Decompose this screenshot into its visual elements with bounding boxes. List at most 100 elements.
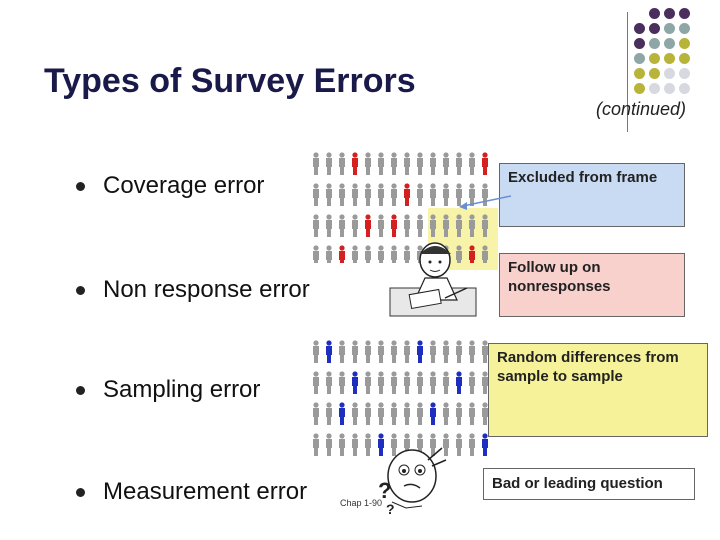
person-figure-icon (365, 245, 371, 263)
person-figure-icon (443, 340, 449, 363)
person-figure-icon (352, 214, 358, 237)
person-figure-icon (326, 152, 332, 175)
person-figure-icon (417, 340, 423, 363)
decorative-dot (664, 68, 675, 79)
person-figure-icon (417, 371, 423, 394)
person-figure-icon (430, 433, 436, 456)
person-figure-icon (313, 402, 319, 425)
person-figure-icon (326, 183, 332, 206)
bullet-dot (76, 385, 85, 395)
person-figure-icon (378, 402, 384, 425)
person-figure-icon (456, 371, 462, 394)
person-figure-icon (430, 371, 436, 394)
person-figure-icon (456, 340, 462, 363)
person-figure-icon (469, 183, 475, 206)
svg-text:?: ? (386, 501, 395, 517)
svg-text:?: ? (378, 478, 391, 503)
person-figure-icon (404, 371, 410, 394)
person-figure-icon (339, 245, 345, 263)
person-figure-icon (469, 402, 475, 425)
person-figure-icon (313, 433, 319, 456)
person-figure-icon (443, 183, 449, 206)
person-figure-icon (378, 183, 384, 206)
callout-nonresponse: Follow up on nonresponses (499, 253, 685, 317)
person-figure-icon (365, 340, 371, 363)
person-figure-icon (482, 371, 488, 394)
arrow-left-icon (459, 195, 512, 210)
person-figure-icon (417, 402, 423, 425)
person-figure-icon (417, 214, 423, 237)
person-figure-icon (352, 245, 358, 263)
person-figure-icon (365, 371, 371, 394)
person-figure-icon (352, 340, 358, 363)
person-figure-icon (352, 152, 358, 175)
person-figure-icon (365, 433, 371, 456)
person-figure-icon (430, 402, 436, 425)
person-figure-icon (391, 245, 397, 263)
decorative-dot (664, 38, 675, 49)
person-figure-icon (326, 371, 332, 394)
bullet-text-measurement: Measurement error (103, 478, 308, 505)
population-lower-figures (313, 340, 488, 456)
bullet-text-sampling: Sampling error (103, 376, 261, 403)
decorative-dot (664, 53, 675, 64)
person-figure-icon (482, 340, 488, 363)
bullet-dot (76, 181, 85, 191)
person-figure-icon (469, 433, 475, 456)
slide-title: Types of Survey Errors (44, 62, 416, 100)
divider-vertical (627, 12, 628, 132)
bullet-dot (76, 487, 85, 497)
person-figure-icon (482, 433, 488, 456)
decorative-dot (634, 23, 645, 34)
decorative-dot (649, 53, 660, 64)
person-figure-icon (313, 340, 319, 363)
person-figure-icon (378, 245, 384, 263)
person-figure-icon (469, 340, 475, 363)
bullet-dot (76, 285, 85, 295)
person-figure-icon (404, 214, 410, 237)
person-figure-icon (456, 214, 462, 237)
bullet-text-nonresponse: Non response error (103, 276, 310, 303)
decorative-dot (634, 83, 645, 94)
person-figure-icon (326, 340, 332, 363)
callout-coverage: Excluded from frame (499, 163, 685, 227)
bullet-coverage: Coverage error (76, 172, 264, 200)
person-figure-icon (482, 245, 488, 263)
person-figure-icon (469, 245, 475, 263)
person-figure-icon (378, 371, 384, 394)
person-figure-icon (430, 152, 436, 175)
person-figure-icon (482, 402, 488, 425)
decorative-dot (679, 68, 690, 79)
continued-label: (continued) (596, 99, 687, 119)
decorative-dot (664, 23, 675, 34)
person-figure-icon (391, 371, 397, 394)
decorative-dot (649, 83, 660, 94)
person-figure-icon (339, 183, 345, 206)
person-figure-icon (313, 245, 319, 263)
person-figure-icon (352, 433, 358, 456)
person-figure-icon (326, 402, 332, 425)
person-figure-icon (391, 402, 397, 425)
decorative-dot (679, 53, 690, 64)
bullet-nonresponse: Non response error (76, 276, 310, 304)
person-figure-icon (404, 340, 410, 363)
person-figure-icon (456, 245, 462, 263)
person-figure-icon (365, 402, 371, 425)
person-figure-icon (378, 214, 384, 237)
person-figure-icon (352, 183, 358, 206)
person-figure-icon (430, 214, 436, 237)
person-figure-icon (339, 340, 345, 363)
person-figure-icon (469, 152, 475, 175)
person-figure-icon (339, 214, 345, 237)
person-figure-icon (482, 214, 488, 237)
decorative-dot (649, 38, 660, 49)
person-figure-icon (430, 340, 436, 363)
person-figure-icon (365, 183, 371, 206)
decorative-dot (649, 23, 660, 34)
person-figure-icon (326, 214, 332, 237)
person-figure-icon (326, 433, 332, 456)
person-figure-icon (313, 152, 319, 175)
person-figure-icon (443, 402, 449, 425)
person-figure-icon (339, 152, 345, 175)
callout-sampling-text: Random differences from sample to sample (497, 349, 679, 385)
